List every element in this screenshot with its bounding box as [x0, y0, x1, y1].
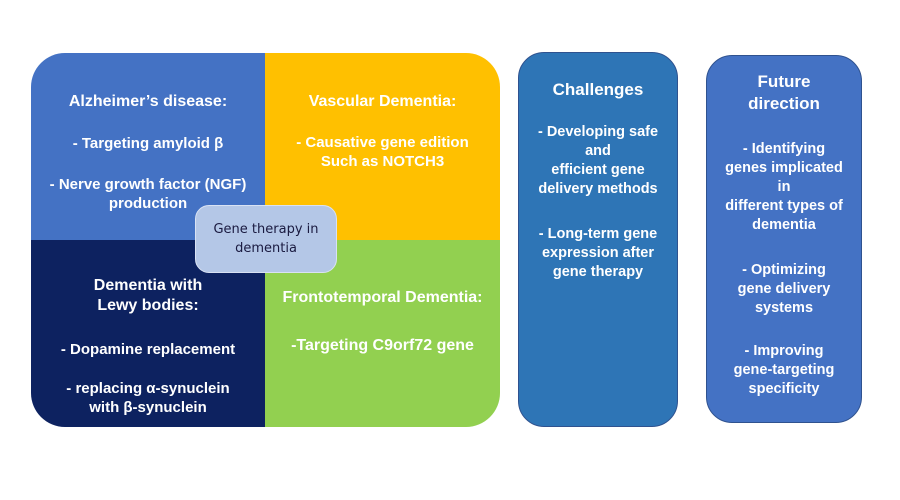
- alzheimers-item-ngf-line2: production: [108, 195, 188, 212]
- lewy-item-synuclein: - replacing α-synuclein with β-synuclein: [31, 379, 265, 417]
- vascular-title: Vascular Dementia:: [308, 93, 457, 110]
- alzheimers-title: Alzheimer’s disease:: [68, 93, 228, 110]
- future-item2-line2: gene delivery: [737, 281, 831, 297]
- vascular-quadrant: Vascular Dementia: - Causative gene edit…: [265, 53, 500, 240]
- frontotemporal-item-c9orf72: -Targeting C9orf72 gene: [291, 337, 474, 354]
- lewy-bodies-quadrant: Dementia with Lewy bodies: - Dopamine re…: [31, 240, 265, 427]
- challenges-box: Challenges - Developing safe and efficie…: [518, 52, 678, 427]
- challenges-item-delivery: - Developing safe and efficient gene del…: [519, 123, 677, 199]
- lewy-item-synuclein-line2: with β-synuclein: [89, 399, 207, 416]
- future-item3-line1: - Improving: [744, 343, 824, 359]
- challenges-item-expression: - Long-term gene expression after gene t…: [519, 225, 677, 282]
- future-title-line2: direction: [748, 94, 820, 113]
- alzheimers-quadrant: Alzheimer’s disease: - Targeting amyloid…: [31, 53, 265, 240]
- future-title-line1: Future: [757, 72, 811, 91]
- future-item2-line3: systems: [754, 300, 814, 316]
- alzheimers-item-ngf-line1: - Nerve growth factor (NGF): [49, 176, 247, 193]
- challenges-title: Challenges: [552, 80, 644, 99]
- alzheimers-item-ngf: - Nerve growth factor (NGF) production: [31, 175, 265, 213]
- future-item3-line2: gene-targeting: [733, 362, 835, 378]
- challenges-item1-line2: and: [585, 143, 611, 159]
- lewy-item-synuclein-line1: - replacing α-synuclein: [66, 380, 230, 397]
- lewy-title-line1: Dementia with: [93, 277, 203, 294]
- lewy-title-line2: Lewy bodies:: [97, 297, 199, 314]
- future-item1-line5: dementia: [752, 217, 816, 233]
- challenges-item1-line3: efficient gene: [551, 162, 645, 178]
- vascular-item-line1: - Causative gene edition: [296, 134, 469, 151]
- future-item-optimizing: - Optimizing gene delivery systems: [707, 261, 861, 318]
- challenges-item2-line2: expression after: [541, 245, 655, 261]
- vascular-item-gene-edition: - Causative gene edition Such as NOTCH3: [265, 133, 500, 171]
- challenges-item1-line4: delivery methods: [538, 181, 658, 197]
- lewy-title: Dementia with Lewy bodies:: [31, 276, 265, 316]
- center-line2: dementia: [235, 241, 297, 256]
- center-line1: Gene therapy in: [213, 222, 319, 237]
- lewy-item-dopamine: - Dopamine replacement: [60, 341, 236, 358]
- challenges-item2-line1: - Long-term gene: [538, 226, 658, 242]
- future-item1-line2: genes implicated: [725, 160, 843, 176]
- challenges-item2-line3: gene therapy: [552, 264, 644, 280]
- future-item-identifying: - Identifying genes implicated in differ…: [707, 140, 861, 235]
- future-item1-line4: different types of: [725, 198, 843, 214]
- vascular-item-line2: Such as NOTCH3: [320, 153, 445, 170]
- future-direction-box: Future direction - Identifying genes imp…: [706, 55, 862, 423]
- alzheimers-item-amyloid: - Targeting amyloid β: [72, 135, 224, 152]
- challenges-item1-line1: - Developing safe: [537, 124, 659, 140]
- future-item1-line3: in: [777, 179, 791, 195]
- future-item-improving: - Improving gene-targeting specificity: [707, 342, 861, 399]
- future-title: Future direction: [707, 71, 861, 115]
- center-gene-therapy-box: Gene therapy in dementia: [195, 205, 337, 273]
- future-item2-line1: - Optimizing: [742, 262, 826, 278]
- future-item1-line1: - Identifying: [742, 141, 826, 157]
- frontotemporal-title: Frontotemporal Dementia:: [282, 289, 483, 306]
- future-item3-line3: specificity: [748, 381, 820, 397]
